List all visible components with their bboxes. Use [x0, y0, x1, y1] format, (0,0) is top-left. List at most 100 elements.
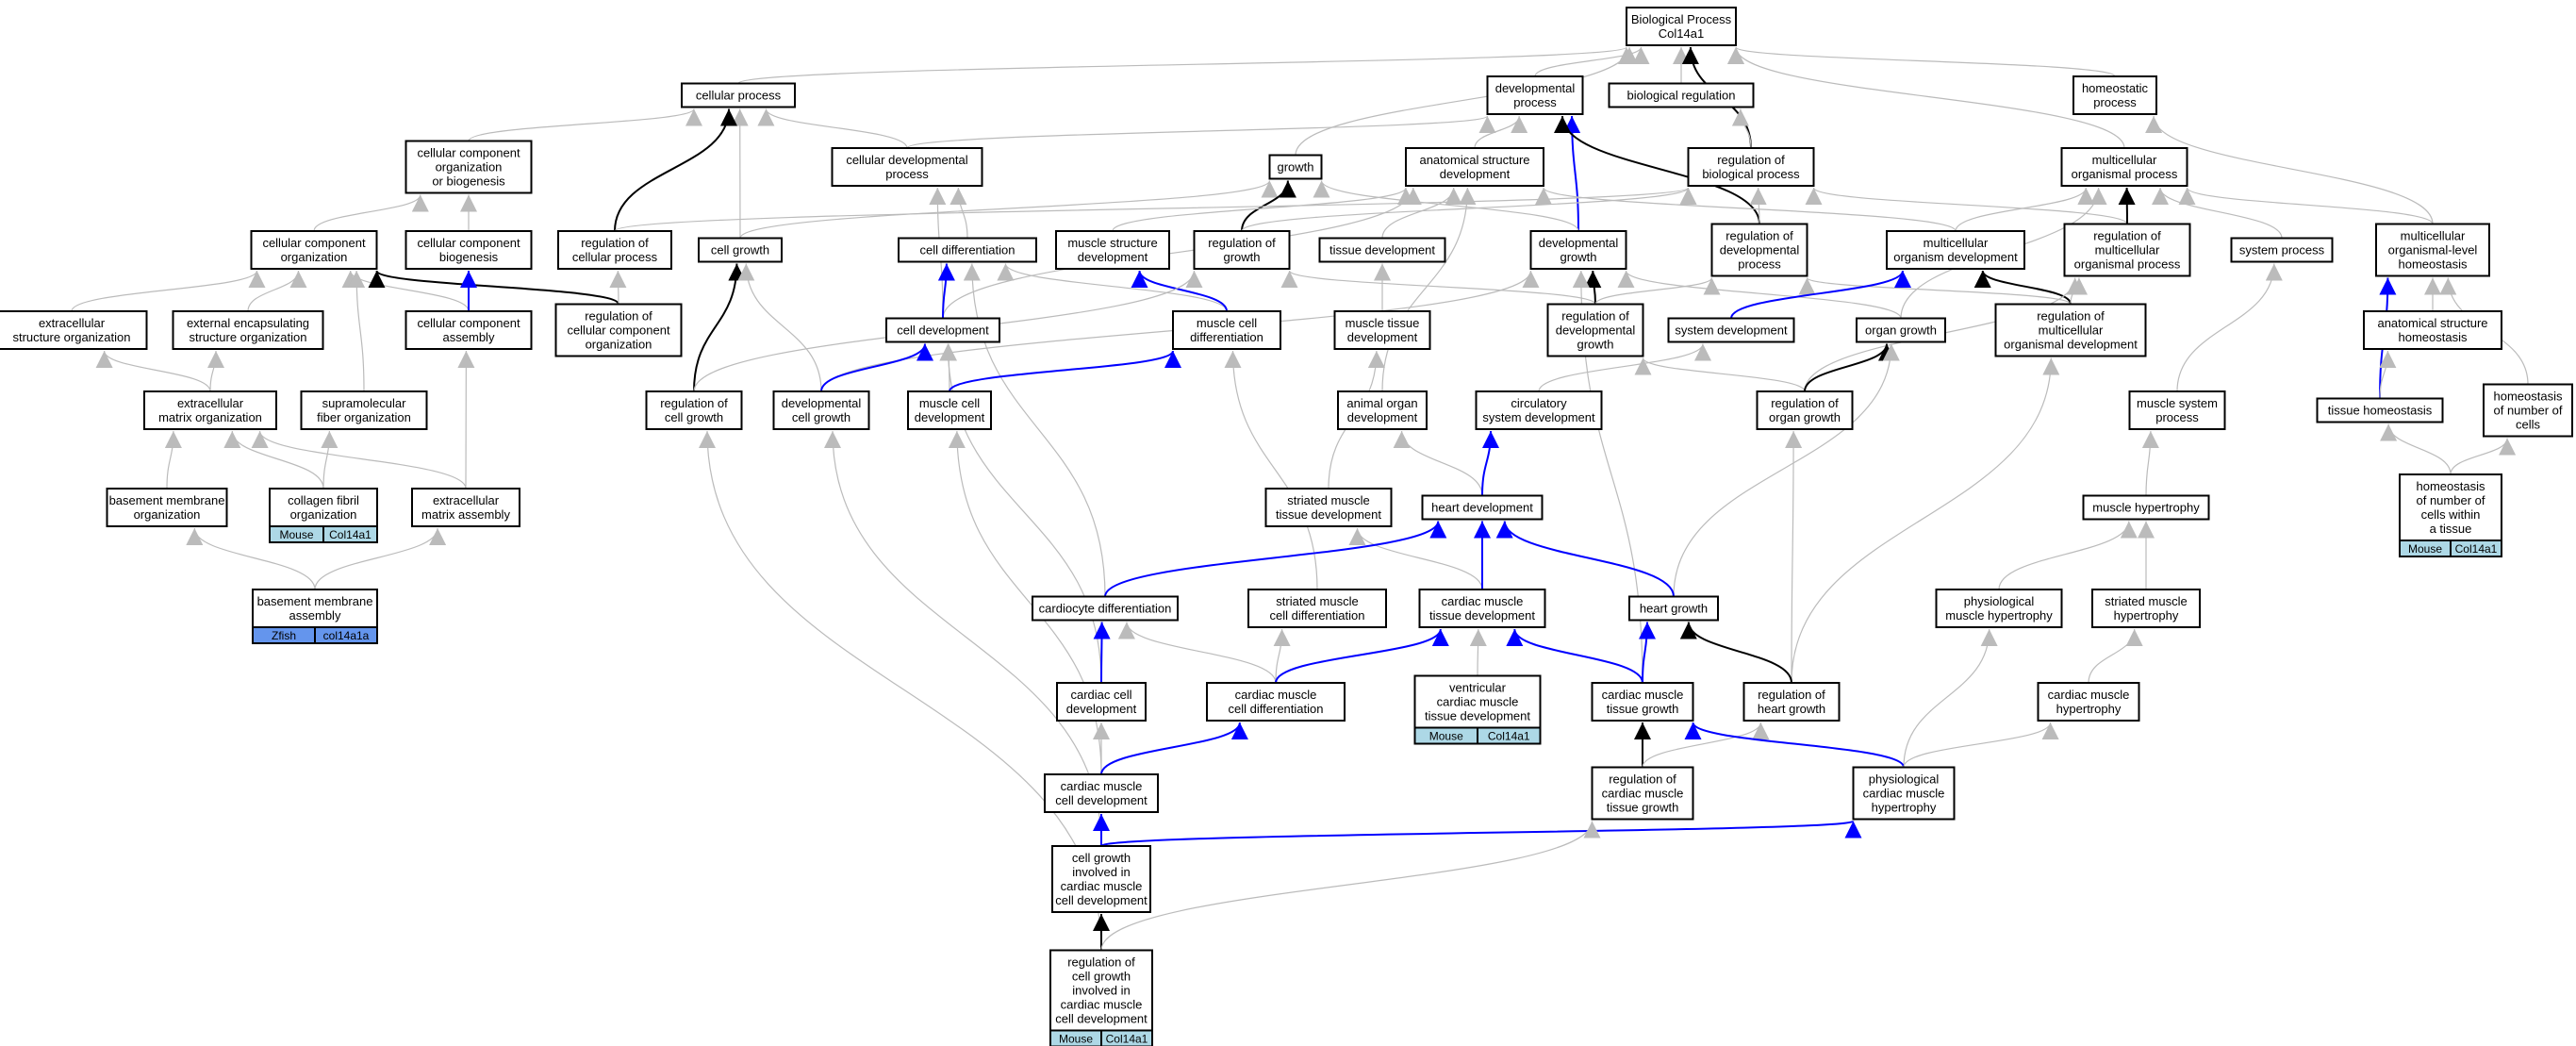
- node-cell-growth[interactable]: cell growth: [698, 237, 783, 263]
- node-label: organization: [281, 250, 348, 264]
- edge-reg-cardiac-muscle-tissue-growth-to-reg-heart-growth: [1642, 722, 1770, 768]
- edge-multicellular-organismal-level-homeostasis-to-homeostatic-process: [2145, 115, 2434, 224]
- node-heart-development[interactable]: heart development: [1421, 494, 1544, 521]
- edge-reg-growth-to-growth: [1241, 180, 1296, 232]
- node-system-process[interactable]: system process: [2230, 237, 2334, 263]
- edge-cellular-component-assembly-to-cellular-component-organization: [341, 270, 470, 312]
- node-muscle-hypertrophy[interactable]: muscle hypertrophy: [2082, 494, 2210, 521]
- edge-multicellular-organismal-process-to-bp: [1727, 46, 2125, 149]
- edge-line: [1679, 622, 1792, 684]
- node-label: basement membrane: [109, 493, 225, 507]
- node-cell-differentiation[interactable]: cell differentiation: [898, 237, 1037, 263]
- node-tissue-development[interactable]: tissue development: [1318, 237, 1446, 263]
- node-system-development[interactable]: system development: [1667, 317, 1795, 343]
- node-label: organism development: [1893, 250, 2018, 264]
- node-tissue-homeostasis[interactable]: tissue homeostasis: [2316, 397, 2444, 423]
- node-cardiocyte-differentiation[interactable]: cardiocyte differentiation: [1032, 595, 1179, 622]
- node-label: process: [1513, 95, 1557, 109]
- node-heart-growth[interactable]: heart growth: [1628, 595, 1719, 622]
- node-label: muscle cell: [919, 396, 980, 410]
- edge-line: [614, 187, 1696, 232]
- node-label: cellular component: [417, 236, 520, 250]
- edge-circulatory-system-development-to-system-development: [1538, 343, 1711, 392]
- node-label: striated muscle: [1287, 493, 1369, 507]
- node-cellular-process[interactable]: cellular process: [681, 82, 796, 108]
- edge-line: [1798, 276, 2072, 306]
- node-label: or biogenesis: [432, 174, 505, 189]
- node-biological-regulation[interactable]: biological regulation: [1608, 82, 1755, 108]
- node-organ-growth[interactable]: organ growth: [1856, 317, 1946, 343]
- edge-line: [1903, 722, 2059, 768]
- node-box: [269, 488, 378, 527]
- edge-striated-muscle-cell-differentiation-to-muscle-cell-differentiation: [1224, 350, 1318, 590]
- node-growth[interactable]: growth: [1268, 154, 1323, 180]
- node-box: [143, 390, 277, 430]
- node-cell-development[interactable]: cell development: [885, 317, 1000, 343]
